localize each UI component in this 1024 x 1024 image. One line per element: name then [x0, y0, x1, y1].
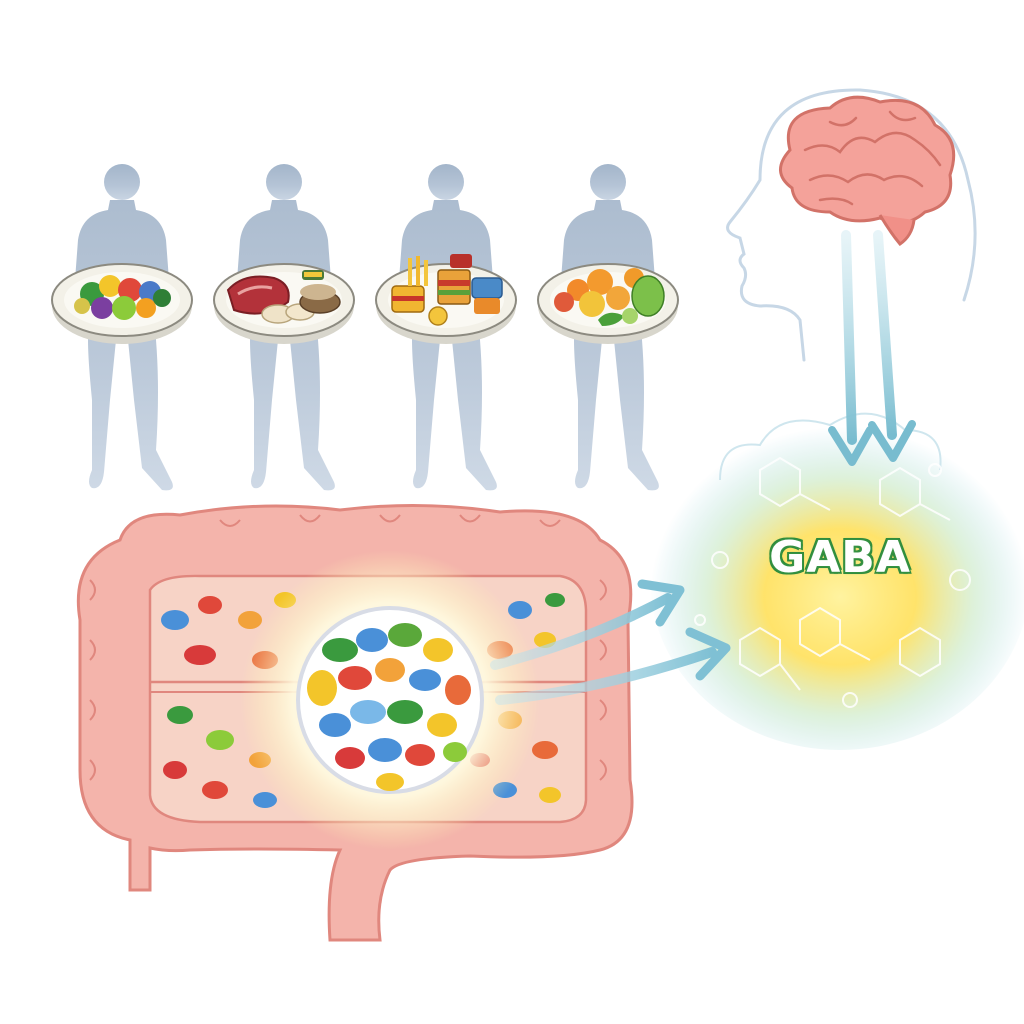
arrow-icon	[637, 579, 685, 627]
brain-icon	[779, 95, 956, 246]
arrow-icon	[841, 230, 857, 445]
gaba-cloud	[650, 410, 1024, 750]
diet-group-1	[51, 164, 193, 491]
meat-plate	[213, 263, 355, 345]
arrow-icon	[490, 593, 673, 670]
vegetable-plate	[51, 263, 193, 345]
diet-group-3	[375, 164, 517, 491]
fruit-plate	[537, 263, 679, 345]
diet-group-2	[213, 164, 355, 491]
arrow-icon	[828, 426, 874, 466]
arrow-icon	[495, 647, 717, 705]
brain-to-gaba-arrows	[828, 230, 916, 466]
gaba-label: GABA	[769, 532, 911, 583]
gut-to-gaba-arrows	[490, 579, 731, 705]
arrow-icon	[685, 627, 731, 681]
diet-group-4	[537, 164, 679, 491]
molecule-icon	[694, 456, 971, 708]
microbiome-icon	[240, 550, 540, 850]
processed-food-plate	[375, 254, 517, 345]
arrow-icon	[868, 420, 916, 462]
head-with-brain	[726, 88, 977, 362]
arrow-icon	[873, 230, 897, 440]
